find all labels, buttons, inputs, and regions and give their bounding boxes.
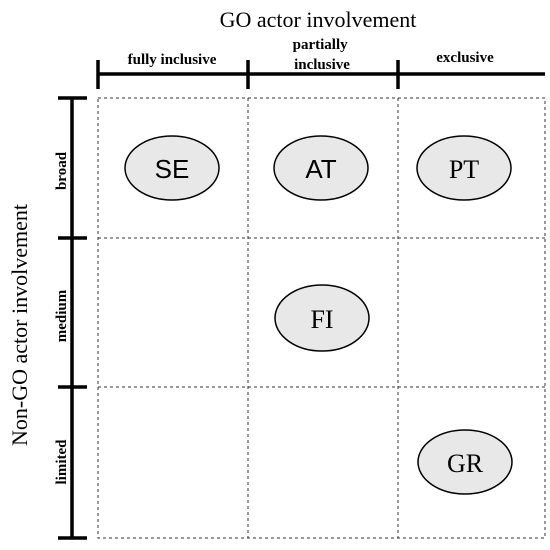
ellipse-gr xyxy=(417,429,513,495)
top-axis-bracket xyxy=(96,60,545,89)
ellipse-at xyxy=(273,135,369,201)
node-gr: GR xyxy=(417,429,513,495)
node-se: SE xyxy=(124,135,220,201)
x-axis-title: GO actor involvement xyxy=(220,7,417,32)
node-label-gr: GR xyxy=(447,449,484,478)
row-label-broad: broad xyxy=(54,151,70,190)
ellipse-pt xyxy=(416,135,512,201)
y-axis-title: Non-GO actor involvement xyxy=(7,204,32,446)
dashed-grid xyxy=(97,97,546,539)
node-label-se: SE xyxy=(155,154,190,184)
node-label-pt: PT xyxy=(449,155,479,184)
column-label-exclusive: exclusive xyxy=(436,50,494,66)
left-axis-bracket xyxy=(58,96,87,540)
row-label-limited: limited xyxy=(54,439,70,485)
node-fi: FI xyxy=(274,284,370,352)
ellipse-se xyxy=(124,135,220,201)
row-label-medium: medium xyxy=(54,289,70,342)
column-label-partially-inclusive: partially inclusive xyxy=(293,37,352,73)
node-label-fi: FI xyxy=(310,305,333,334)
column-label-fully-inclusive: fully inclusive xyxy=(128,52,217,68)
ellipse-fi xyxy=(274,284,370,352)
node-at: AT xyxy=(273,135,369,201)
node-label-at: AT xyxy=(305,154,336,184)
node-pt: PT xyxy=(416,135,512,201)
